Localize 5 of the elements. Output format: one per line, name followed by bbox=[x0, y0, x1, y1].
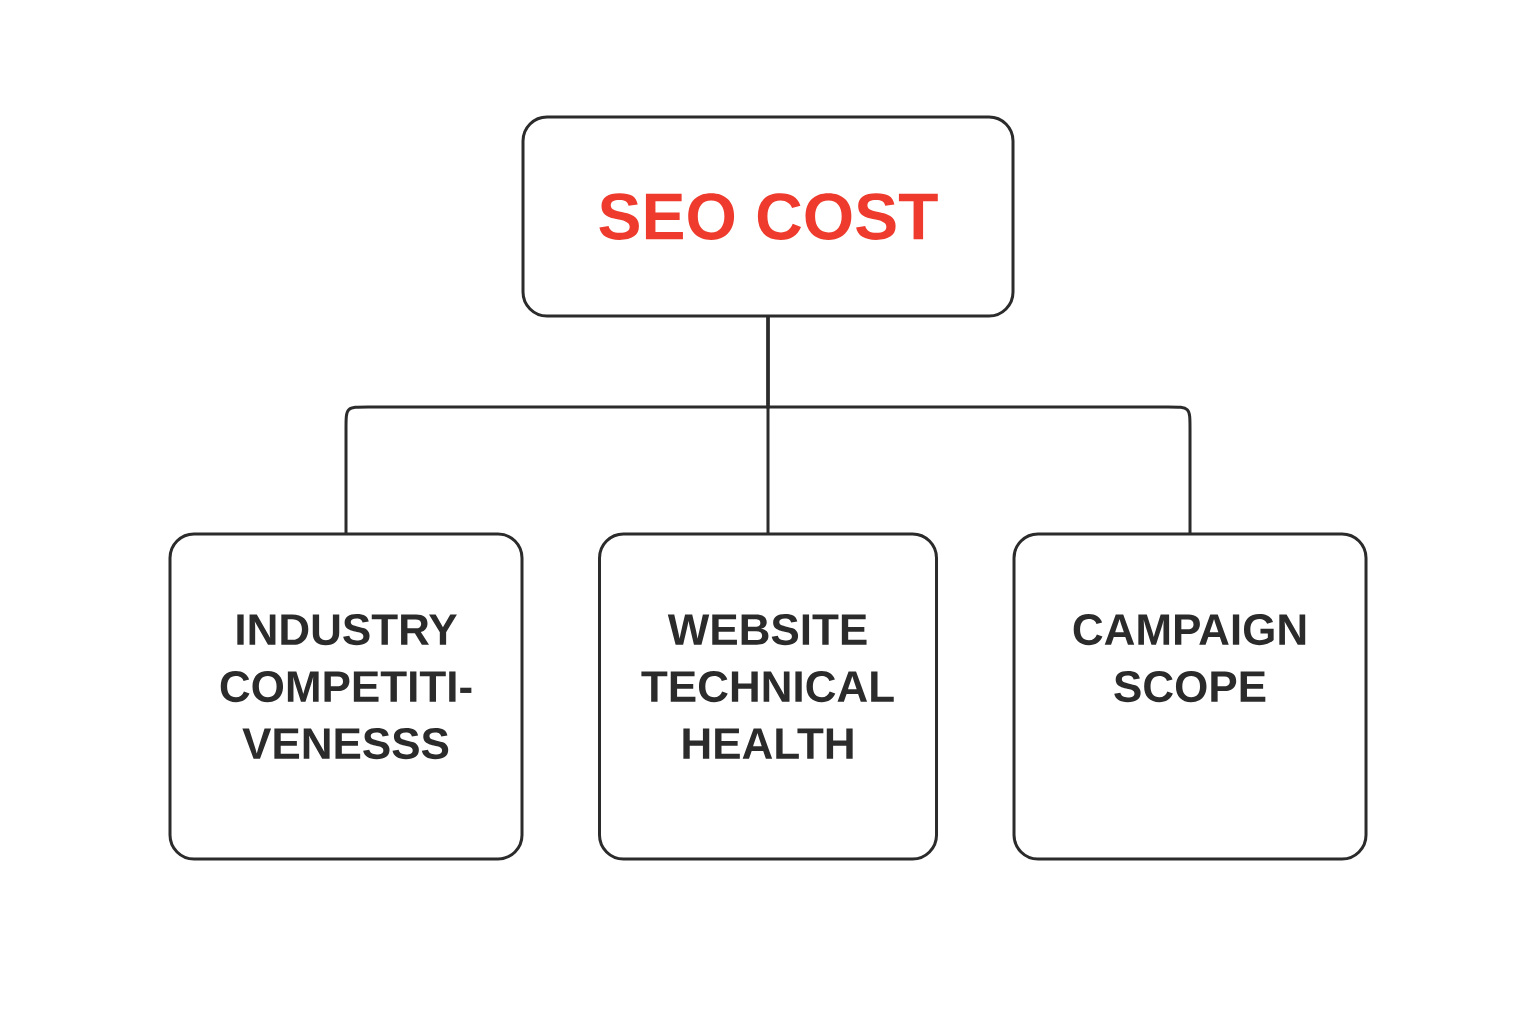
category-box: INDUSTRY COMPETITI- VENESSS bbox=[168, 532, 524, 861]
category-box: CAMPAIGN SCOPE bbox=[1012, 532, 1368, 861]
category-box: WEBSITE TECHNICAL HEALTH bbox=[598, 532, 938, 861]
root-box: SEO COST bbox=[521, 115, 1015, 318]
connector-line bbox=[766, 316, 1192, 534]
